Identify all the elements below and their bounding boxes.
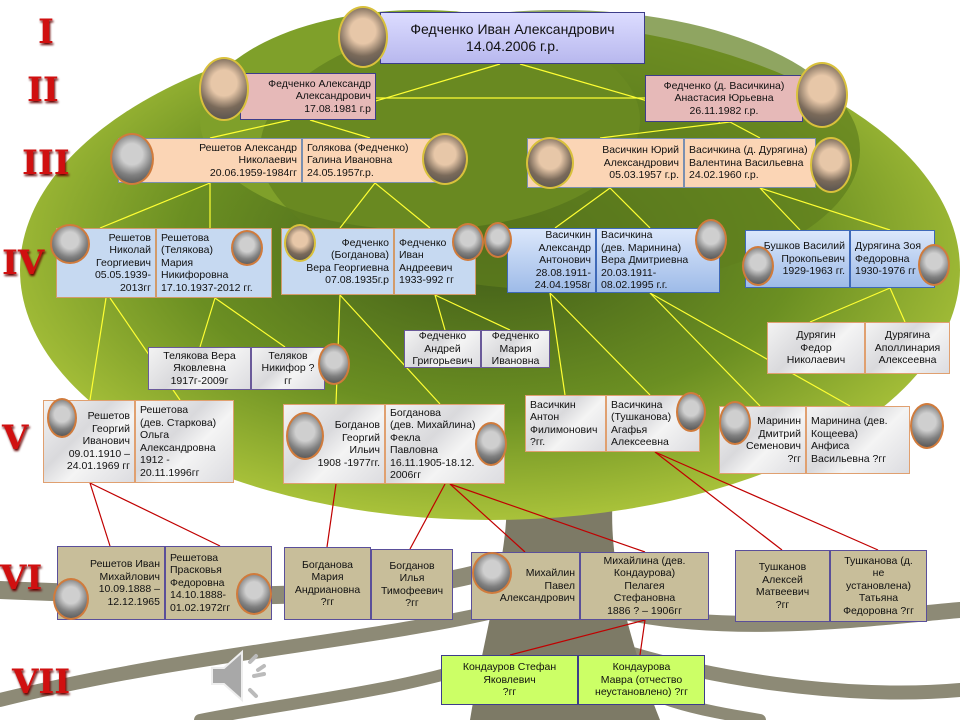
- photo: [47, 398, 77, 438]
- person-card[interactable]: Васичкин Александр Антонович 28.08.1911-…: [507, 228, 596, 293]
- person-card[interactable]: Васичкина (д. Дурягина) Валентина Василь…: [684, 138, 816, 188]
- photo: [284, 224, 316, 262]
- photo: [526, 137, 574, 189]
- generation-numeral-3: III: [22, 143, 70, 183]
- photo: [286, 412, 324, 460]
- person-card[interactable]: Голякова (Федченко) Галина Ивановна 24.0…: [302, 138, 442, 183]
- photo: [918, 244, 950, 286]
- photo: [695, 219, 727, 261]
- connector-lines-lower: [89, 451, 879, 656]
- person-card[interactable]: Теляков Никифор ? гг: [251, 347, 325, 390]
- photo: [231, 230, 263, 266]
- person-card-father[interactable]: Федченко Александр Александрович 17.08.1…: [240, 73, 376, 120]
- person-card[interactable]: Васичкин Антон Филимонович ?гг.: [525, 395, 606, 452]
- photo: [53, 578, 89, 620]
- photo: [719, 401, 751, 445]
- photo: [796, 62, 848, 128]
- person-card[interactable]: Телякова Вера Яковлевна 1917г-2009г: [148, 347, 251, 390]
- generation-numeral-1: I: [38, 12, 54, 52]
- person-card[interactable]: Федченко Андрей Григорьевич: [404, 330, 481, 368]
- photo: [422, 133, 468, 185]
- person-card[interactable]: Кондауров Стефан Яковлевич ?гг: [441, 655, 578, 705]
- person-card[interactable]: Богданов Илья Тимофеевич ?гг: [371, 549, 453, 620]
- person-card[interactable]: Федченко Иван Андреевич 1933-992 гг: [394, 228, 476, 295]
- generation-numeral-7: VII: [12, 662, 71, 702]
- photo: [475, 422, 507, 466]
- person-card[interactable]: Федченко Мария Ивановна: [481, 330, 550, 368]
- person-card-mother[interactable]: Федченко (д. Васичкина) Анастасия Юрьевн…: [645, 75, 803, 122]
- photo: [50, 224, 90, 264]
- photo: [236, 573, 272, 615]
- person-card[interactable]: Маринина (дев. Кощеева) Анфиса Васильевн…: [806, 406, 910, 474]
- generation-numeral-2: II: [27, 70, 59, 110]
- person-card[interactable]: Тушканов Алексей Матвеевич ?гг: [735, 550, 830, 622]
- person-card[interactable]: Дурягина Аполлинария Алексеевна: [865, 322, 950, 374]
- photo: [742, 246, 774, 286]
- speaker-icon[interactable]: [208, 648, 274, 704]
- person-card[interactable]: Тушканова (д. не установлена) Татьяна Фе…: [830, 550, 927, 622]
- generation-numeral-4: IV: [2, 243, 45, 283]
- photo: [318, 343, 350, 385]
- person-card[interactable]: Кондаурова Мавра (отчество неустановлено…: [578, 655, 705, 705]
- person-card[interactable]: Богданова Мария Андриановна ?гг: [284, 547, 371, 620]
- photo: [338, 6, 388, 68]
- person-card[interactable]: Решетова (дев. Старкова) Ольга Александр…: [135, 400, 234, 483]
- photo: [910, 403, 944, 449]
- photo: [452, 223, 484, 261]
- person-card-root[interactable]: Федченко Иван Александрович 14.04.2006 г…: [380, 12, 645, 64]
- photo: [472, 552, 512, 594]
- photo: [484, 222, 512, 258]
- photo: [110, 133, 154, 185]
- person-card[interactable]: Дурягин Федор Николаевич: [767, 322, 865, 374]
- photo: [810, 137, 852, 193]
- generation-numeral-5: V: [2, 418, 29, 458]
- photo: [199, 57, 249, 121]
- person-card[interactable]: Дурягина Зоя Федоровна 1930-1976 гг: [850, 230, 935, 288]
- person-card[interactable]: Михайлина (дев. Кондаурова) Пелагея Стеф…: [580, 552, 709, 620]
- generation-numeral-6: VI: [0, 558, 43, 598]
- photo: [676, 392, 706, 432]
